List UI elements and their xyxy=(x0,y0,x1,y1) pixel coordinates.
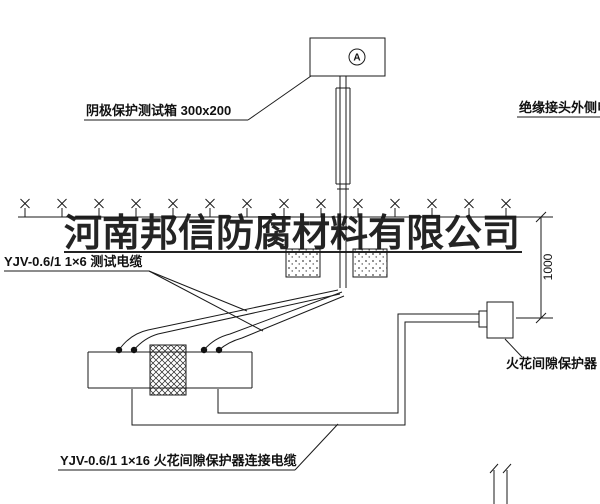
watermark-text: 河南邦信防腐材料有限公司 xyxy=(64,213,520,255)
label-insulated-joint-cable: 绝缘接头外侧电缆 xyxy=(519,100,600,115)
concrete-block-right xyxy=(352,248,388,278)
concrete-block-left xyxy=(285,248,321,278)
conduit-casing xyxy=(335,87,351,190)
insulating-joint xyxy=(149,344,187,396)
leader-lines xyxy=(4,75,600,471)
pipe-stub-symbol xyxy=(489,463,512,504)
dimension-text: 1000 xyxy=(541,253,555,280)
ammeter-symbol xyxy=(348,48,366,66)
test-box xyxy=(309,37,386,77)
label-test-cable: YJV-0.6/1 1×6 测试电缆 xyxy=(4,254,142,269)
protector-cables xyxy=(131,313,479,426)
ammeter-letter: A xyxy=(353,53,360,64)
dimension-1000 xyxy=(516,211,553,324)
spark-gap-protector-terminal xyxy=(478,310,488,328)
test-cables xyxy=(118,289,345,351)
watermark: 河南邦信防腐材料有限公司 xyxy=(64,213,522,255)
spark-gap-protector-box xyxy=(486,301,514,339)
label-test-box: 阴极保护测试箱 300x200 xyxy=(86,103,231,118)
label-spark-gap-protector: 火花间隙保护器 xyxy=(506,356,598,371)
label-protector-cable: YJV-0.6/1 1×16 火花间隙保护器连接电缆 xyxy=(60,453,297,468)
